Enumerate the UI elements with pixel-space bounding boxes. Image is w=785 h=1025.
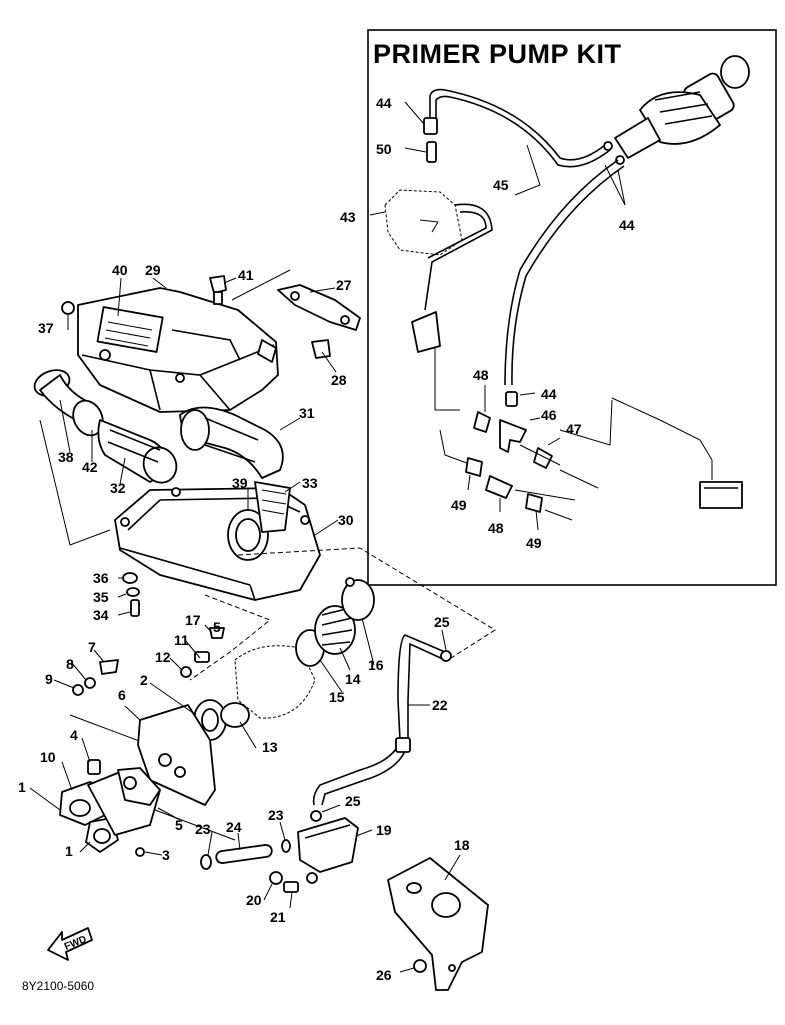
callout-39: 39 — [232, 475, 248, 491]
callout-32: 32 — [110, 480, 126, 496]
fasteners — [61, 275, 361, 617]
drawing-code: 8Y2100-5060 — [22, 979, 94, 993]
callout-47: 47 — [566, 421, 582, 437]
callout-49: 49 — [451, 497, 467, 513]
svg-text:FWD: FWD — [63, 934, 88, 953]
callout-38: 38 — [58, 449, 74, 465]
carburetor-outline — [384, 189, 463, 256]
fuel-hose-22 — [312, 634, 452, 806]
callout-23: 23 — [195, 821, 211, 837]
callout-6: 6 — [118, 687, 126, 703]
callout-19: 19 — [376, 822, 392, 838]
callout-40: 40 — [112, 262, 128, 278]
callout-44: 44 — [376, 95, 392, 111]
callout-31: 31 — [299, 405, 315, 421]
primer-fittings — [423, 117, 599, 521]
callout-42: 42 — [82, 459, 98, 475]
callout-23: 23 — [268, 807, 284, 823]
callout-36: 36 — [93, 570, 109, 586]
callout-48: 48 — [473, 367, 489, 383]
callout-16: 16 — [368, 657, 384, 673]
forward-arrow-icon: FWD — [47, 927, 93, 961]
callout-30: 30 — [338, 512, 354, 528]
callout-11: 11 — [174, 632, 189, 648]
bracket-18 — [387, 857, 489, 991]
callout-27: 27 — [336, 277, 352, 293]
callout-21: 21 — [270, 909, 286, 925]
callout-35: 35 — [93, 589, 109, 605]
callout-3: 3 — [162, 847, 170, 863]
callout-34: 34 — [93, 607, 109, 623]
callout-1: 1 — [18, 779, 26, 795]
callout-44: 44 — [541, 386, 557, 402]
fuel-pump-outline — [559, 397, 743, 509]
leader-lines — [29, 277, 461, 973]
callout-22: 22 — [432, 697, 448, 713]
callout-13: 13 — [262, 739, 278, 755]
callout-1: 1 — [65, 843, 73, 859]
callout-7: 7 — [88, 639, 96, 655]
callout-48: 48 — [488, 520, 504, 536]
callout-28: 28 — [331, 372, 347, 388]
kit-border — [367, 29, 777, 586]
callout-45: 45 — [493, 177, 509, 193]
callout-44: 44 — [619, 217, 635, 233]
callout-29: 29 — [145, 262, 161, 278]
callout-25: 25 — [345, 793, 361, 809]
primer-pump — [603, 55, 750, 165]
callout-37: 37 — [38, 320, 54, 336]
intake-ducts — [33, 369, 178, 484]
callout-12: 12 — [155, 649, 171, 665]
intake-manifold — [59, 659, 216, 857]
fuel-pump-group — [200, 810, 359, 893]
callout-46: 46 — [541, 407, 557, 423]
callout-5: 5 — [175, 817, 183, 833]
kit-title: PRIMER PUMP KIT — [373, 39, 622, 69]
callout-9: 9 — [45, 671, 53, 687]
callout-15: 15 — [329, 689, 345, 705]
callout-2: 2 — [140, 672, 148, 688]
primer-pump-kit-panel: PRIMER PUMP KIT — [340, 29, 777, 586]
carburetor-joint — [180, 577, 375, 741]
primer-hoses — [424, 88, 625, 466]
callout-18: 18 — [454, 837, 470, 853]
kit-leaders — [369, 101, 626, 531]
callout-26: 26 — [376, 967, 392, 983]
callout-24: 24 — [226, 819, 242, 835]
callout-5: 5 — [213, 619, 221, 635]
callout-17: 17 — [185, 612, 201, 628]
callout-20: 20 — [246, 892, 262, 908]
callout-25: 25 — [434, 614, 450, 630]
callout-8: 8 — [66, 656, 74, 672]
hose-31 — [179, 406, 284, 479]
air-box-cover — [77, 287, 279, 413]
assembly-guides — [39, 269, 496, 841]
callout-4: 4 — [70, 727, 78, 743]
callout-33: 33 — [302, 475, 318, 491]
callout-14: 14 — [345, 671, 361, 687]
callout-49: 49 — [526, 535, 542, 551]
callout-41: 41 — [238, 267, 254, 283]
callout-43: 43 — [340, 209, 356, 225]
air-box-lower — [114, 481, 321, 601]
callout-50: 50 — [376, 141, 392, 157]
callout-10: 10 — [40, 749, 56, 765]
